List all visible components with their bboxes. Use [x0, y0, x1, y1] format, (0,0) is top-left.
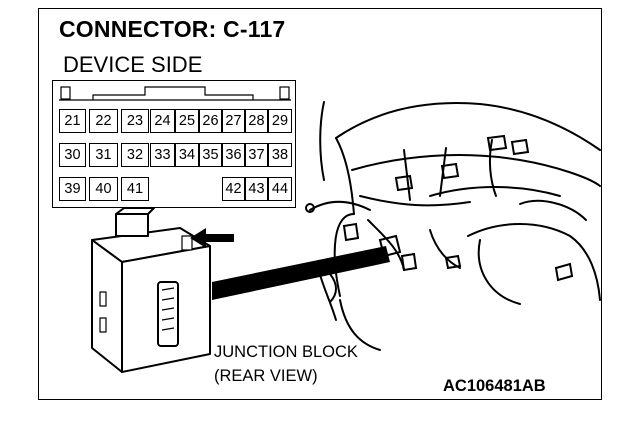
pin-36: 36	[222, 143, 245, 167]
pin-38: 38	[268, 143, 292, 167]
pin-35: 35	[199, 143, 222, 167]
pin-27: 27	[222, 109, 245, 133]
rear-view-label: (REAR VIEW)	[214, 367, 318, 385]
pin-24: 24	[150, 109, 175, 133]
pin-31: 31	[89, 143, 118, 167]
pin-37: 37	[245, 143, 268, 167]
pin-44: 44	[268, 177, 292, 201]
connector-face: 21 22 23 24 25 26 27 28 29 30 31 32 33 3…	[52, 80, 296, 208]
pin-21: 21	[59, 109, 86, 133]
pin-22: 22	[89, 109, 118, 133]
pin-40: 40	[89, 177, 118, 201]
junction-block-label: JUNCTION BLOCK	[214, 343, 358, 361]
connector-latch-icon	[59, 86, 291, 101]
pin-33: 33	[150, 143, 175, 167]
pin-30: 30	[59, 143, 86, 167]
pin-39: 39	[59, 177, 86, 201]
pin-23: 23	[121, 109, 149, 133]
arrow-right-icon	[190, 228, 234, 248]
pin-41: 41	[121, 177, 149, 201]
pin-43: 43	[245, 177, 268, 201]
device-side-label: DEVICE SIDE	[63, 52, 203, 77]
pin-32: 32	[121, 143, 149, 167]
pin-28: 28	[245, 109, 268, 133]
pin-29: 29	[268, 109, 292, 133]
figure-code: AC106481AB	[443, 377, 546, 395]
pin-25: 25	[175, 109, 199, 133]
pin-26: 26	[199, 109, 222, 133]
pin-34: 34	[175, 143, 199, 167]
connector-title: CONNECTOR: C-117	[59, 16, 286, 42]
dashboard-illustration	[305, 101, 601, 351]
junction-block-icon	[91, 207, 211, 373]
pin-42: 42	[222, 177, 245, 201]
leader-line	[212, 246, 390, 300]
